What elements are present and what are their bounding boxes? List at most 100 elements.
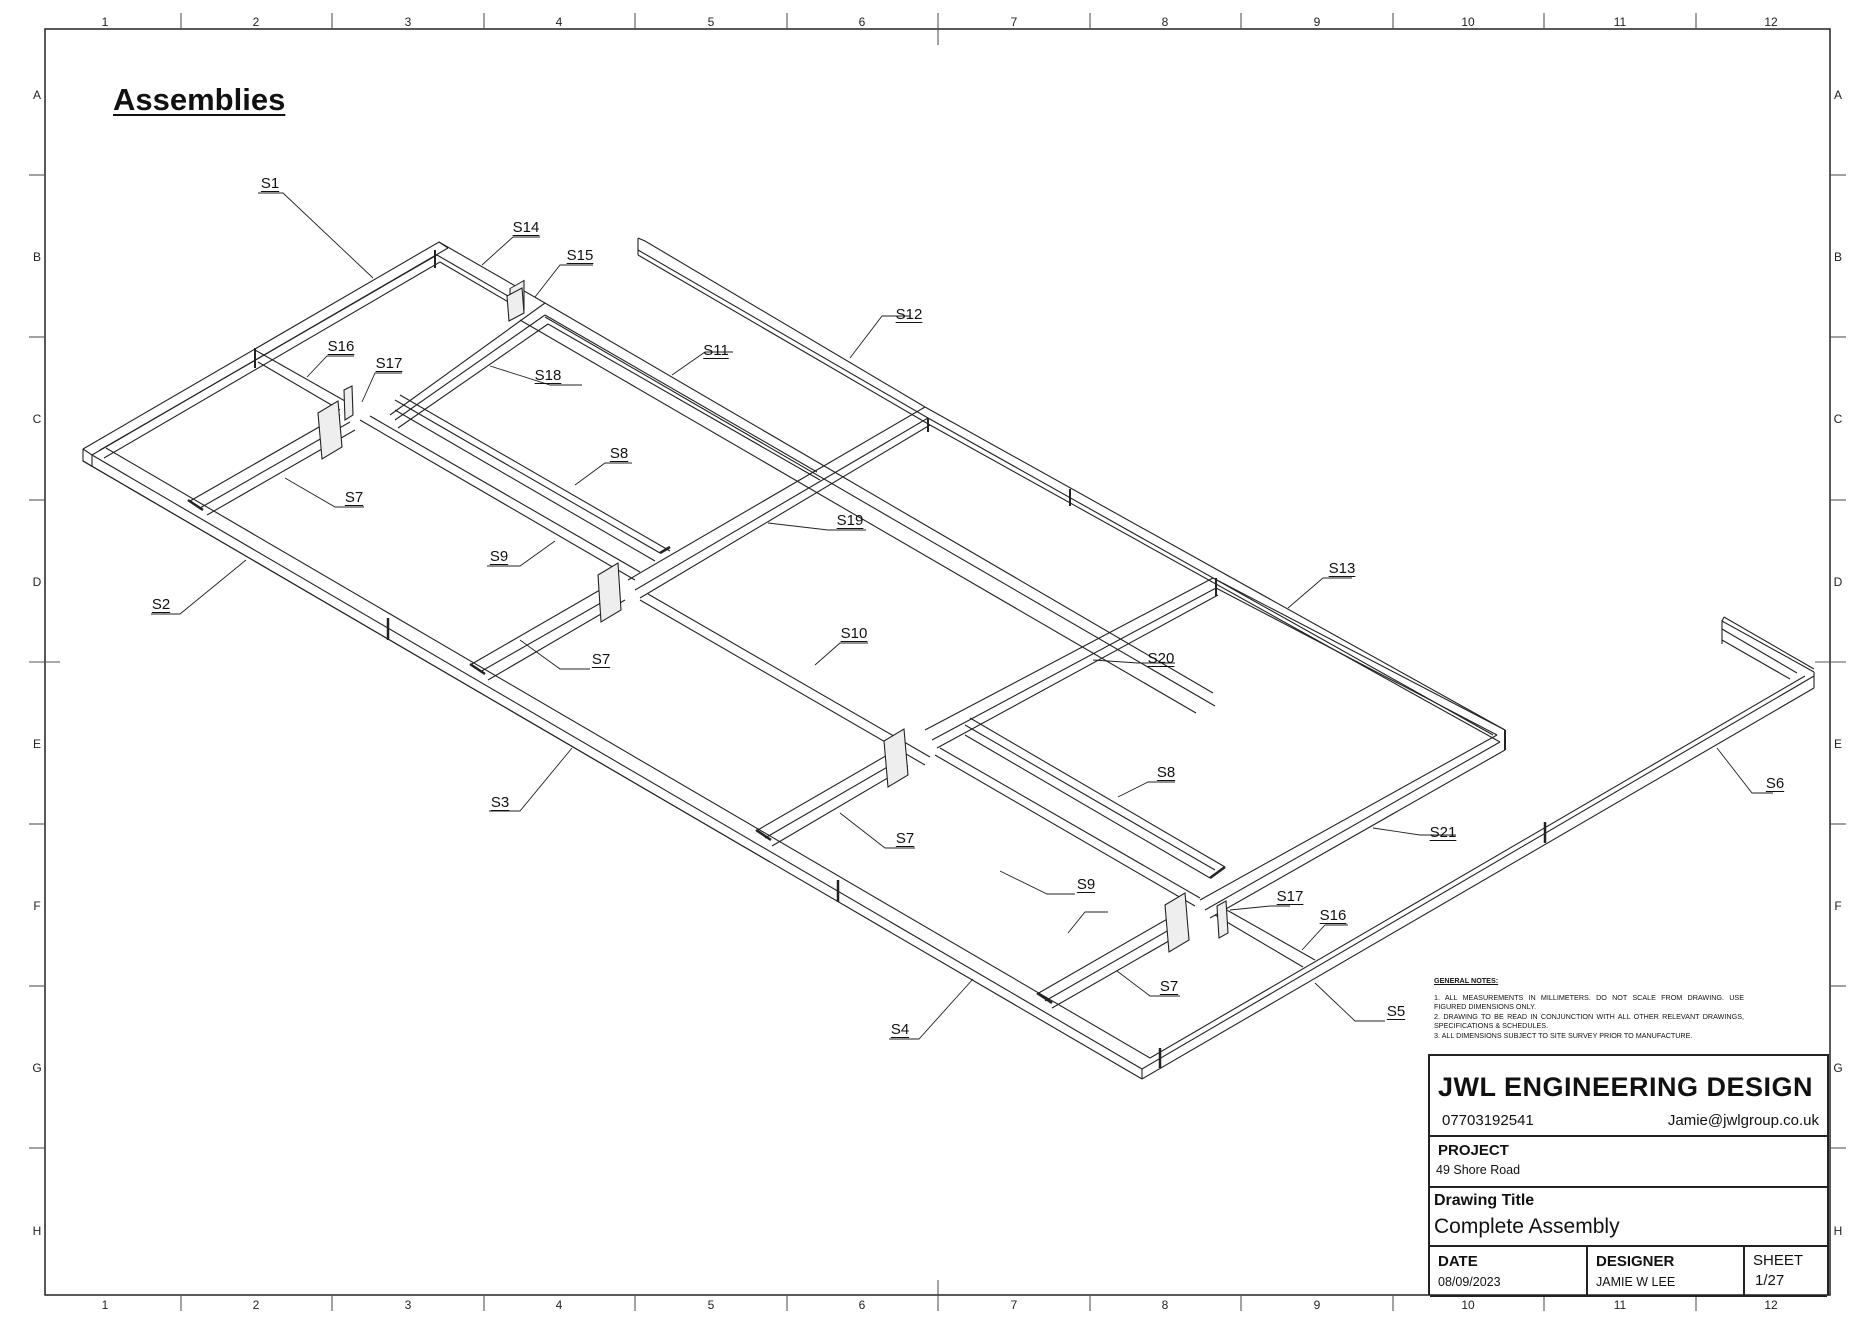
part-label-s8: S8 xyxy=(1156,764,1176,781)
row-ref: B xyxy=(1833,250,1843,264)
company-email: Jamie@jwlgroup.co.uk xyxy=(1667,1112,1819,1129)
row-ref: A xyxy=(1833,88,1843,102)
general-notes-heading: GENERAL NOTES: xyxy=(1434,976,1499,985)
leader-lines xyxy=(151,192,1773,1040)
part-label-s5: S5 xyxy=(1386,1003,1406,1020)
part-label-s14: S14 xyxy=(512,219,540,236)
column-ref: 1 xyxy=(101,1298,109,1312)
part-label-s7: S7 xyxy=(591,651,611,668)
project-value: 49 Shore Road xyxy=(1436,1163,1521,1177)
designer-label: DESIGNER xyxy=(1596,1253,1675,1270)
part-label-s8: S8 xyxy=(609,445,629,462)
part-label-s9: S9 xyxy=(489,548,509,565)
row-ref: D xyxy=(32,575,42,589)
part-label-s7: S7 xyxy=(895,830,915,847)
column-ref: 3 xyxy=(404,1298,412,1312)
column-ref: 10 xyxy=(1461,15,1475,29)
sheet-value: 1/27 xyxy=(1755,1272,1785,1289)
row-ref: F xyxy=(33,899,41,913)
part-label-s16: S16 xyxy=(1319,907,1347,924)
beam-S16 xyxy=(254,348,1316,968)
row-ref: E xyxy=(1833,737,1843,751)
project-label: PROJECT xyxy=(1438,1142,1509,1159)
beam-spine xyxy=(389,237,1506,919)
column-ref: 8 xyxy=(1161,15,1169,29)
row-ref: D xyxy=(1833,575,1843,589)
meta-section: DATE 08/09/2023 DESIGNER JAMIE W LEE SHE… xyxy=(1430,1247,1827,1297)
column-ref: 2 xyxy=(252,1298,260,1312)
drawing-title-section: Drawing Title Complete Assembly xyxy=(1430,1188,1827,1247)
column-ref: 12 xyxy=(1764,1298,1778,1312)
column-ref: 4 xyxy=(555,1298,563,1312)
column-ref: 10 xyxy=(1461,1298,1475,1312)
row-ref: E xyxy=(32,737,42,751)
row-ref: C xyxy=(1833,412,1843,426)
column-ref: 8 xyxy=(1161,1298,1169,1312)
beam-S7 xyxy=(187,414,1189,1009)
part-label-s6: S6 xyxy=(1765,775,1785,792)
part-label-s21: S21 xyxy=(1429,824,1457,841)
part-label-s10: S10 xyxy=(840,625,868,642)
end-plates xyxy=(317,279,1229,953)
row-ref: B xyxy=(32,250,42,264)
row-ref: A xyxy=(32,88,42,102)
column-ref: 6 xyxy=(858,1298,866,1312)
part-label-s3: S3 xyxy=(490,794,510,811)
part-label-s18: S18 xyxy=(534,367,562,384)
beams-S8-S9-S10 xyxy=(359,394,1226,907)
general-note-item: 3. ALL DIMENSIONS SUBJECT TO SITE SURVEY… xyxy=(1434,1030,1693,1040)
sheet-label: SHEET xyxy=(1753,1252,1804,1269)
part-label-s12: S12 xyxy=(895,306,923,323)
part-label-s2: S2 xyxy=(151,596,171,613)
part-label-s4: S4 xyxy=(890,1021,910,1038)
column-ref: 9 xyxy=(1313,1298,1321,1312)
date-value: 08/09/2023 xyxy=(1438,1275,1501,1289)
column-ref: 7 xyxy=(1010,15,1018,29)
title-block: JWL ENGINEERING DESIGN 07703192541 Jamie… xyxy=(1428,1054,1829,1297)
designer-cell: DESIGNER JAMIE W LEE xyxy=(1588,1247,1745,1295)
date-label: DATE xyxy=(1438,1253,1478,1270)
column-ref: 9 xyxy=(1313,15,1321,29)
company-section: JWL ENGINEERING DESIGN 07703192541 Jamie… xyxy=(1430,1056,1827,1137)
row-ref: F xyxy=(1834,899,1842,913)
company-phone: 07703192541 xyxy=(1442,1112,1534,1129)
column-ref: 1 xyxy=(101,15,109,29)
drawing-title-value: Complete Assembly xyxy=(1434,1215,1620,1238)
general-note-item: 1. ALL MEASUREMENTS IN MILLIMETERS. DO N… xyxy=(1434,992,1744,1012)
column-ref: 12 xyxy=(1764,15,1778,29)
column-ref: 3 xyxy=(404,15,412,29)
column-ref: 5 xyxy=(707,1298,715,1312)
part-label-s20: S20 xyxy=(1147,650,1175,667)
part-label-s16: S16 xyxy=(327,338,355,355)
row-ref: G xyxy=(32,1061,42,1075)
row-ref: G xyxy=(1833,1061,1843,1075)
row-ref: C xyxy=(32,412,42,426)
general-notes: GENERAL NOTES: 1. ALL MEASUREMENTS IN MI… xyxy=(1434,976,1744,1040)
part-label-s13: S13 xyxy=(1328,560,1356,577)
column-ref: 2 xyxy=(252,15,260,29)
project-section: PROJECT 49 Shore Road xyxy=(1430,1137,1827,1188)
page-title: Assemblies xyxy=(113,82,286,117)
column-ref: 11 xyxy=(1613,1298,1627,1312)
column-ref: 11 xyxy=(1613,15,1627,29)
general-note-item: 2. DRAWING TO BE READ IN CONJUNCTION WIT… xyxy=(1434,1011,1744,1031)
part-label-s9: S9 xyxy=(1076,876,1096,893)
sheet-cell: SHEET 1/27 xyxy=(1745,1247,1827,1295)
part-label-s1: S1 xyxy=(260,175,280,192)
drawing-title-label: Drawing Title xyxy=(1434,1192,1535,1209)
row-ref: H xyxy=(1833,1224,1843,1238)
part-label-s17: S17 xyxy=(375,355,403,372)
part-label-s17: S17 xyxy=(1276,888,1304,905)
part-label-s19: S19 xyxy=(836,512,864,529)
beam-S14 xyxy=(434,241,546,308)
part-label-s15: S15 xyxy=(566,247,594,264)
outer-frame xyxy=(82,241,1815,1080)
column-ref: 7 xyxy=(1010,1298,1018,1312)
company-name: JWL ENGINEERING DESIGN xyxy=(1438,1072,1814,1102)
column-ref: 5 xyxy=(707,15,715,29)
designer-value: JAMIE W LEE xyxy=(1596,1275,1676,1289)
date-cell: DATE 08/09/2023 xyxy=(1430,1247,1588,1295)
part-label-s7: S7 xyxy=(1159,978,1179,995)
